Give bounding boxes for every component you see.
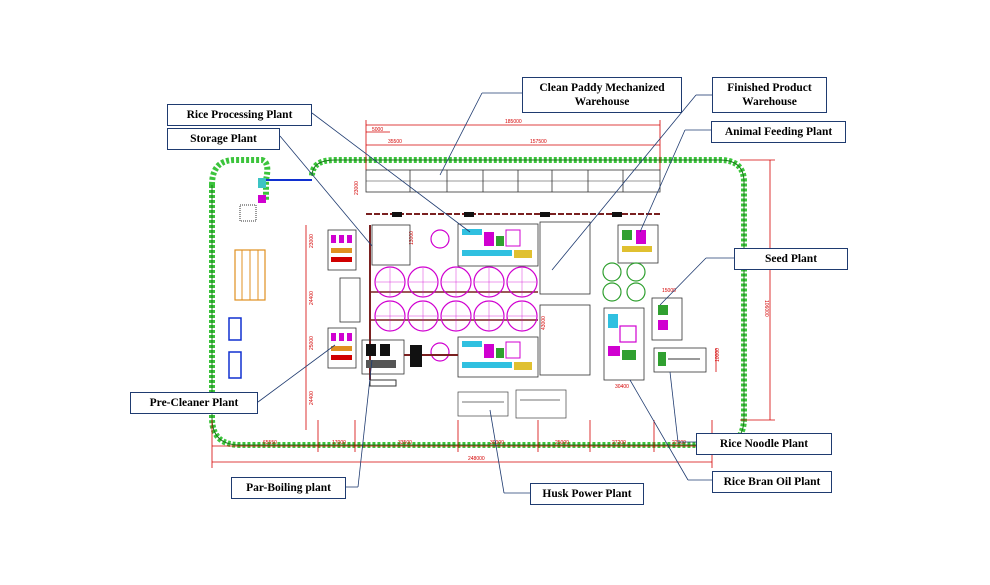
finished-warehouse-building xyxy=(539,304,591,376)
dim-top-left-b: 35500 xyxy=(388,139,402,145)
label-text: Warehouse xyxy=(574,96,630,108)
dim-seed-w: 15000 xyxy=(662,288,676,294)
green-boundary-hedge xyxy=(209,157,747,448)
dim-left-v1: 23000 xyxy=(309,234,315,248)
weighbridge xyxy=(239,204,257,222)
label-storage-plant: Storage Plant xyxy=(167,128,280,150)
silo-grid xyxy=(374,266,538,332)
label-rice-processing-plant: Rice Processing Plant xyxy=(167,104,312,126)
dim-warehouse-height: 23000 xyxy=(354,181,360,195)
dimension-lines xyxy=(211,120,775,468)
label-text: Husk Power Plant xyxy=(542,488,632,500)
dim-left-v3: 25000 xyxy=(309,336,315,350)
seed-plant xyxy=(651,297,683,341)
clean-paddy-warehouse xyxy=(365,169,661,193)
pre-cleaner-plant-top xyxy=(327,229,357,271)
label-animal-feeding-plant: Animal Feeding Plant xyxy=(711,121,846,143)
label-text: Storage Plant xyxy=(190,133,257,145)
conveyor-unit xyxy=(612,212,622,217)
gate-post xyxy=(258,195,266,203)
dim-bottom-7: 22000 xyxy=(672,440,686,446)
label-text: Rice Processing Plant xyxy=(186,109,293,121)
animal-feeding-plant xyxy=(602,224,659,302)
dim-right-height: 106000 xyxy=(763,300,769,317)
label-pre-cleaner-plant: Pre-Cleaner Plant xyxy=(130,392,258,414)
conveyor-unit xyxy=(540,212,550,217)
label-text: Seed Plant xyxy=(764,253,818,265)
intake-hopper xyxy=(339,277,361,323)
pre-cleaner-plant-bottom xyxy=(327,327,357,369)
dim-left-v4: 24400 xyxy=(309,391,315,405)
label-parboiling-plant: Par-Boiling plant xyxy=(231,477,346,499)
label-text: Finished Product xyxy=(727,82,812,94)
conveyor-unit xyxy=(392,212,402,217)
dim-bottom-overall: 248000 xyxy=(468,456,485,462)
leader-lines xyxy=(257,92,734,494)
label-seed-plant: Seed Plant xyxy=(734,248,848,270)
dim-bottom-1: 65550 xyxy=(263,440,277,446)
label-husk-power-plant: Husk Power Plant xyxy=(530,483,644,505)
rice-bran-oil-plant xyxy=(603,307,645,381)
dim-top-overall: 185000 xyxy=(505,119,522,125)
dim-bottom-6: 27200 xyxy=(612,440,626,446)
dim-top-left-a: 5000 xyxy=(372,127,383,133)
dim-oil-w: 30400 xyxy=(615,384,629,390)
dim-left-v2: 24400 xyxy=(309,291,315,305)
label-text: Animal Feeding Plant xyxy=(724,126,833,138)
label-text: Warehouse xyxy=(742,96,797,108)
parboiling-plant xyxy=(361,339,458,387)
dim-bottom-5: 25000 xyxy=(555,440,569,446)
gate-post xyxy=(258,178,266,188)
label-text: Clean Paddy Mechanized xyxy=(539,82,665,94)
storage-bin xyxy=(430,342,450,362)
dim-top-right: 157500 xyxy=(530,139,547,145)
dim-bottom-4: 30000 xyxy=(490,440,504,446)
husk-power-plant-drawings xyxy=(457,389,567,419)
dim-bottom-3: 33500 xyxy=(398,440,412,446)
storage-building xyxy=(371,224,411,266)
dim-inner-v: 43000 xyxy=(541,316,547,330)
rice-noodle-plant xyxy=(653,347,707,373)
label-finished-product-warehouse: Finished Product Warehouse xyxy=(712,77,827,113)
label-text: Pre-Cleaner Plant xyxy=(149,397,239,409)
silo-spokes xyxy=(376,268,536,330)
rice-processing-plant-top xyxy=(457,223,539,267)
label-text: Par-Boiling plant xyxy=(246,482,331,494)
drying-yard xyxy=(228,249,266,379)
dim-noodle-v: 10000 xyxy=(715,348,721,362)
dim-bottom-2: 17000 xyxy=(332,440,346,446)
label-text: Rice Noodle Plant xyxy=(719,438,809,450)
dim-storage-v: 13000 xyxy=(409,231,415,245)
conveyor-unit xyxy=(464,212,474,217)
label-rice-noodle-plant: Rice Noodle Plant xyxy=(696,433,832,455)
storage-bin xyxy=(430,229,450,249)
rice-processing-plant-bottom xyxy=(457,336,539,378)
label-clean-paddy-warehouse: Clean Paddy Mechanized Warehouse xyxy=(522,77,682,113)
label-rice-bran-oil-plant: Rice Bran Oil Plant xyxy=(712,471,832,493)
label-text: Rice Bran Oil Plant xyxy=(723,476,821,488)
finished-warehouse-building xyxy=(539,221,591,295)
